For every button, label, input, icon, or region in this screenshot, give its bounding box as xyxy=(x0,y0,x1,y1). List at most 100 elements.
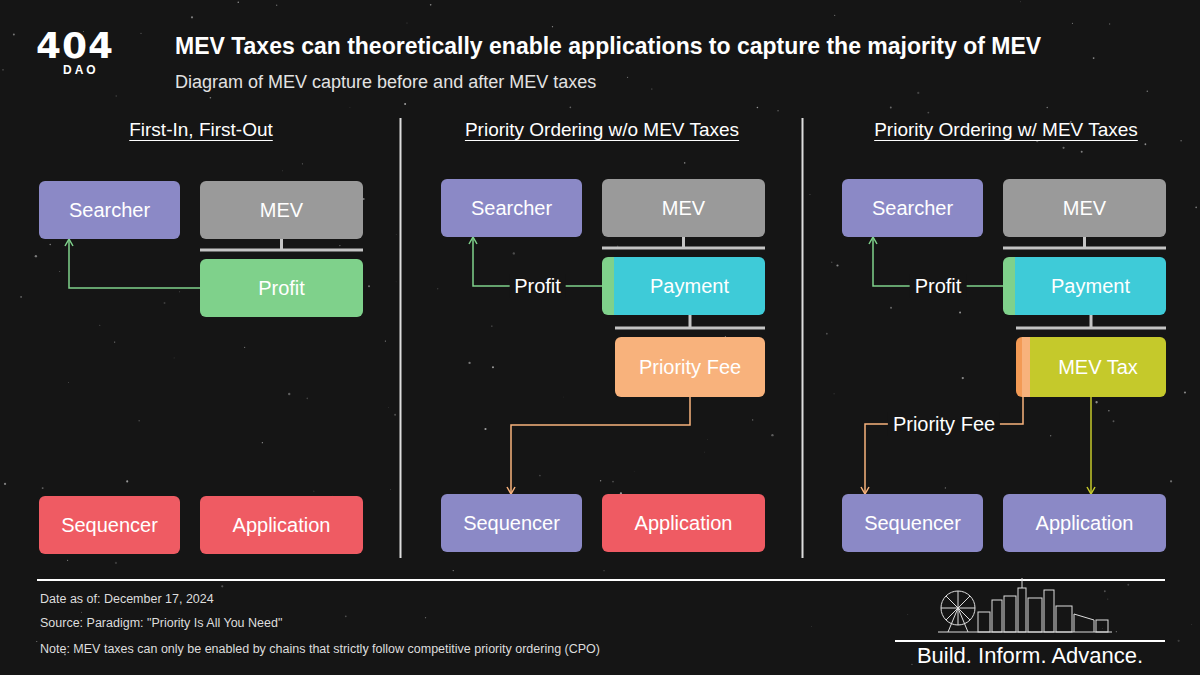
skyline-base xyxy=(938,632,1112,633)
star xyxy=(395,234,397,236)
star xyxy=(834,393,835,394)
panel-heading: First-In, First-Out xyxy=(129,119,273,142)
star xyxy=(1109,23,1110,24)
building xyxy=(1056,606,1072,632)
star xyxy=(282,170,284,172)
star xyxy=(911,664,912,665)
star xyxy=(917,92,919,94)
box-label: MEV xyxy=(662,196,705,220)
box-label: MEV xyxy=(260,198,303,222)
star xyxy=(2,69,3,70)
stack-connector xyxy=(1016,315,1166,328)
panel-heading: Priority Ordering w/o MEV Taxes xyxy=(465,119,739,142)
star xyxy=(394,414,396,416)
star xyxy=(959,312,961,314)
star xyxy=(1147,90,1149,92)
building xyxy=(978,612,990,632)
star xyxy=(563,396,565,398)
star xyxy=(59,271,61,273)
process-box: Sequencer xyxy=(39,496,180,554)
box-label: Sequencer xyxy=(61,513,158,537)
star xyxy=(777,110,778,111)
star xyxy=(707,439,709,441)
star xyxy=(221,585,223,587)
star xyxy=(210,97,212,99)
star xyxy=(430,4,432,6)
skyline-illustration xyxy=(938,578,1112,632)
star xyxy=(388,407,390,409)
panel-heading: Priority Ordering w/ MEV Taxes xyxy=(874,119,1138,142)
box-label: Priority Fee xyxy=(639,355,741,379)
building xyxy=(1096,620,1108,632)
tagline: Build. Inform. Advance. xyxy=(917,643,1143,669)
star xyxy=(385,341,386,342)
star xyxy=(349,107,351,109)
process-box: Application xyxy=(602,494,765,552)
box-label: Payment xyxy=(650,274,729,298)
building xyxy=(992,600,1002,632)
star xyxy=(307,398,309,400)
building xyxy=(1074,614,1094,632)
box-label: MEV xyxy=(1063,196,1106,220)
stack-connector xyxy=(200,239,363,250)
star xyxy=(1019,1,1021,3)
panel-divider xyxy=(802,118,804,558)
star xyxy=(395,281,397,283)
star xyxy=(1046,107,1047,108)
star xyxy=(115,95,117,97)
box-label: Application xyxy=(1036,511,1134,535)
process-box: Application xyxy=(1003,494,1166,552)
star xyxy=(757,107,759,109)
star xyxy=(1170,480,1172,482)
star xyxy=(651,88,653,90)
box-label: Searcher xyxy=(872,196,953,220)
footer-note: Source: Paradigm: "Priority Is All You N… xyxy=(40,616,282,631)
star xyxy=(191,16,193,18)
star xyxy=(704,451,706,453)
chart-title: MEV Taxes can theoretically enable appli… xyxy=(175,33,1041,61)
star xyxy=(368,285,370,287)
star xyxy=(468,362,470,364)
star xyxy=(276,5,277,6)
star xyxy=(1108,410,1110,412)
star xyxy=(42,487,44,489)
star xyxy=(141,33,142,34)
star xyxy=(809,194,811,196)
star xyxy=(491,325,492,326)
star xyxy=(1178,640,1180,642)
star xyxy=(4,483,6,485)
process-box: Sequencer xyxy=(441,494,582,552)
star xyxy=(1104,590,1106,592)
star xyxy=(1093,57,1095,59)
flow-arrow xyxy=(1090,397,1092,494)
process-box: MEV xyxy=(200,181,363,239)
star xyxy=(99,325,100,326)
star xyxy=(404,103,406,105)
process-box: MEV xyxy=(1003,179,1166,237)
edge-label: Profit xyxy=(509,274,566,298)
star xyxy=(1072,23,1073,24)
process-box: Profit xyxy=(200,259,363,317)
building xyxy=(1028,598,1042,632)
star xyxy=(752,419,753,420)
star xyxy=(1050,435,1051,436)
star-field xyxy=(2,1,1197,665)
star xyxy=(114,342,115,343)
star xyxy=(513,252,515,254)
star xyxy=(627,77,628,78)
edge-label: Profit xyxy=(910,274,967,298)
star xyxy=(811,626,813,628)
star xyxy=(126,480,128,482)
process-box: Searcher xyxy=(39,181,180,239)
star xyxy=(262,442,263,443)
star xyxy=(962,377,964,379)
star xyxy=(600,480,601,481)
star xyxy=(20,296,22,298)
box-label: Sequencer xyxy=(864,511,961,535)
star xyxy=(313,490,315,492)
box-label: Sequencer xyxy=(463,511,560,535)
footer-rule xyxy=(37,579,1165,581)
box-label: Payment xyxy=(1051,274,1130,298)
star xyxy=(67,560,68,561)
star xyxy=(1184,391,1186,393)
